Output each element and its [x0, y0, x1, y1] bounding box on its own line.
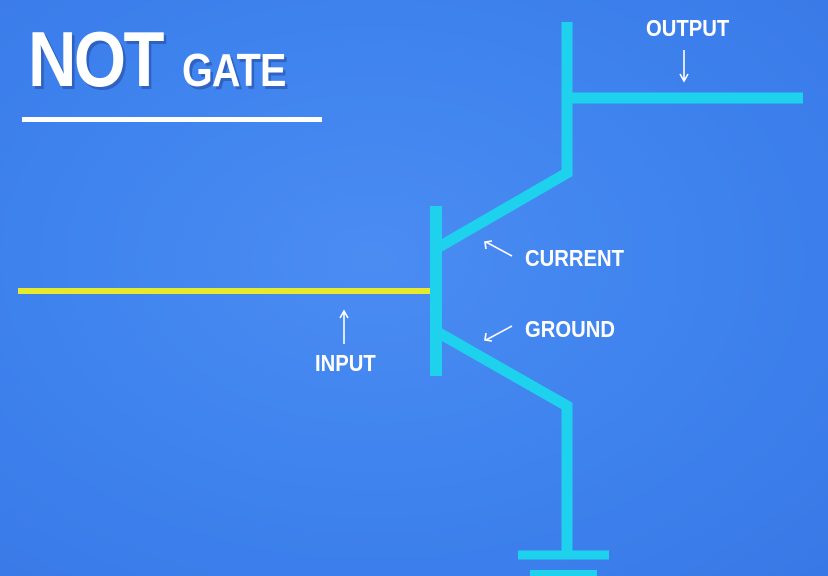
output-arrow-icon: [679, 50, 689, 83]
ground-label: GROUND: [525, 316, 615, 342]
title-main: NOT: [28, 15, 164, 103]
page-title: NOT GATE: [28, 14, 302, 105]
output-label: OUTPUT: [646, 15, 730, 41]
collector-wire: [436, 22, 573, 252]
emitter-wire: [436, 328, 573, 556]
input-label: INPUT: [315, 350, 376, 376]
title-sub: GATE: [182, 44, 286, 96]
current-arrow-icon: [484, 240, 513, 257]
ground-arrow-icon: [484, 325, 513, 342]
current-label: CURRENT: [525, 245, 624, 271]
title-underline: [22, 117, 322, 122]
input-arrow-icon: [339, 309, 349, 344]
